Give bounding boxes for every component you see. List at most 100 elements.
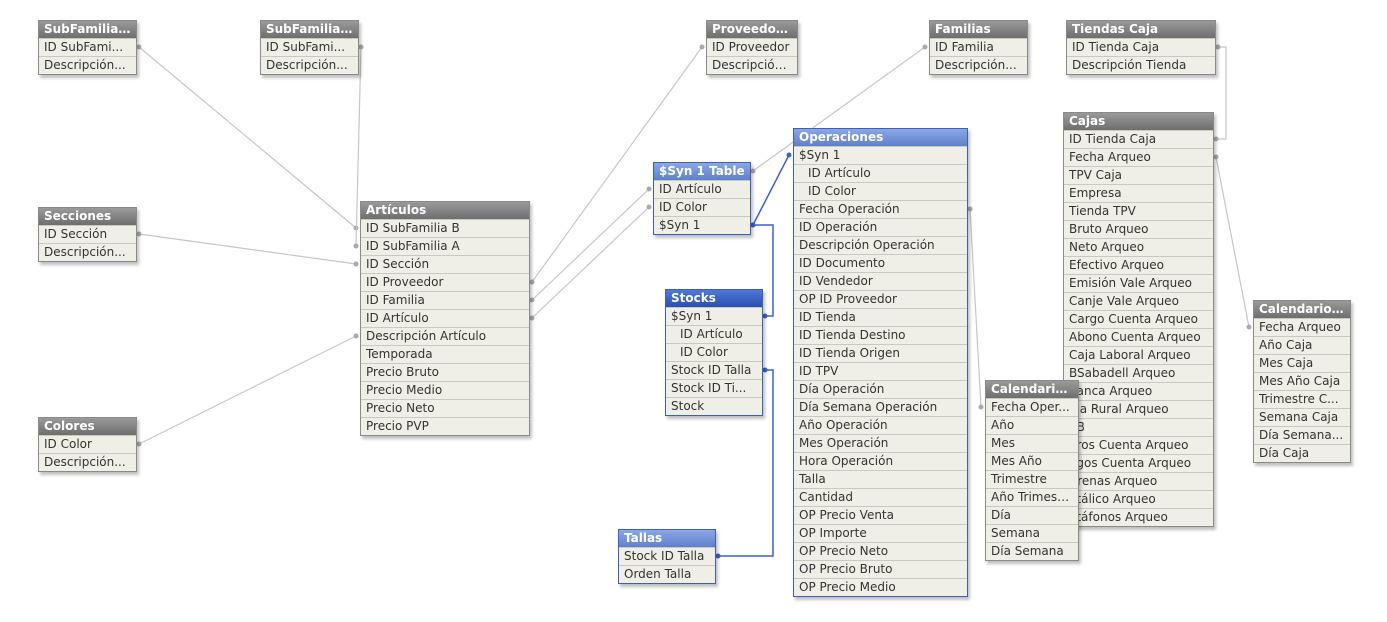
field-row[interactable]: Canje Vale Arqueo bbox=[1064, 292, 1213, 310]
field-row[interactable]: ID SubFami... bbox=[39, 38, 136, 56]
field-row[interactable]: Temporada bbox=[361, 345, 529, 363]
field-row[interactable]: Mes Caja bbox=[1254, 354, 1350, 372]
field-row[interactable]: Orden Talla bbox=[619, 565, 715, 583]
field-row[interactable]: ID Color bbox=[794, 182, 967, 200]
field-row[interactable]: ID Familia bbox=[361, 291, 529, 309]
field-row[interactable]: Precio Medio bbox=[361, 381, 529, 399]
field-row[interactable]: OP ID Proveedor bbox=[794, 290, 967, 308]
field-row[interactable]: Precio Neto bbox=[361, 399, 529, 417]
field-row[interactable]: Bruto Arqueo bbox=[1064, 220, 1213, 238]
field-row[interactable]: Efectivo Arqueo bbox=[1064, 256, 1213, 274]
field-row[interactable]: Fecha Arqueo bbox=[1254, 318, 1350, 336]
field-row[interactable]: ID Proveedor bbox=[707, 38, 797, 56]
field-row[interactable]: ID Tienda Caja bbox=[1064, 130, 1213, 148]
field-row[interactable]: OP Precio Medio bbox=[794, 578, 967, 596]
field-row[interactable]: Descripción Tienda bbox=[1067, 56, 1215, 74]
field-row[interactable]: TPV Caja bbox=[1064, 166, 1213, 184]
field-row[interactable]: ID Sección bbox=[361, 255, 529, 273]
field-row[interactable]: $Syn 1 bbox=[666, 307, 762, 325]
field-row[interactable]: Año Trimestre bbox=[986, 488, 1078, 506]
table-title[interactable]: Calendario ... bbox=[1254, 301, 1350, 318]
field-row[interactable]: banca Arqueo bbox=[1064, 382, 1213, 400]
table-title[interactable]: Familias bbox=[930, 21, 1027, 38]
table-title[interactable]: SubFamilia... bbox=[261, 21, 358, 38]
field-row[interactable]: ID SubFamilia B bbox=[361, 219, 529, 237]
field-row[interactable]: Año bbox=[986, 416, 1078, 434]
field-row[interactable]: Neto Arqueo bbox=[1064, 238, 1213, 256]
field-row[interactable]: aja Rural Arqueo bbox=[1064, 400, 1213, 418]
table-title[interactable]: Artículos bbox=[361, 202, 529, 219]
table-title[interactable]: Colores bbox=[39, 418, 136, 435]
field-row[interactable]: Año Operación bbox=[794, 416, 967, 434]
field-row[interactable]: Mes Año bbox=[986, 452, 1078, 470]
field-row[interactable]: Día Semana Operación bbox=[794, 398, 967, 416]
field-row[interactable]: ID Documento bbox=[794, 254, 967, 272]
field-row[interactable]: ID SubFami... bbox=[261, 38, 358, 56]
table-title[interactable]: Operaciones bbox=[794, 129, 967, 146]
table-title[interactable]: SubFamilia... bbox=[39, 21, 136, 38]
field-row[interactable]: ID Artículo bbox=[361, 309, 529, 327]
field-row[interactable]: Descripción Operación bbox=[794, 236, 967, 254]
field-row[interactable]: Mes Operación bbox=[794, 434, 967, 452]
field-row[interactable]: ID Tienda Origen bbox=[794, 344, 967, 362]
field-row[interactable]: Descripción... bbox=[707, 56, 797, 74]
table-title[interactable]: Calendario ... bbox=[986, 381, 1078, 398]
field-row[interactable]: Día bbox=[986, 506, 1078, 524]
field-row[interactable]: Fecha Oper... bbox=[986, 398, 1078, 416]
field-row[interactable]: Fecha Operación bbox=[794, 200, 967, 218]
field-row[interactable]: Mes Año Caja bbox=[1254, 372, 1350, 390]
field-row[interactable]: OP Precio Bruto bbox=[794, 560, 967, 578]
field-row[interactable]: ID Color bbox=[39, 435, 136, 453]
field-row[interactable]: Semana bbox=[986, 524, 1078, 542]
field-row[interactable]: ID Tienda bbox=[794, 308, 967, 326]
table-title[interactable]: $Syn 1 Table bbox=[654, 163, 750, 180]
field-row[interactable]: Descripción... bbox=[39, 453, 136, 471]
field-row[interactable]: ID Tienda Destino bbox=[794, 326, 967, 344]
field-row[interactable]: Descripción... bbox=[930, 56, 1027, 74]
field-row[interactable]: ID Proveedor bbox=[361, 273, 529, 291]
field-row[interactable]: Año Caja bbox=[1254, 336, 1350, 354]
table-title[interactable]: Tallas bbox=[619, 530, 715, 547]
field-row[interactable]: agos Cuenta Arqueo bbox=[1064, 454, 1213, 472]
field-row[interactable]: OP Precio Neto bbox=[794, 542, 967, 560]
field-row[interactable]: OP Precio Venta bbox=[794, 506, 967, 524]
field-row[interactable]: ID SubFamilia A bbox=[361, 237, 529, 255]
field-row[interactable]: Stock ID Talla bbox=[666, 361, 762, 379]
field-row[interactable]: Día Operación bbox=[794, 380, 967, 398]
field-row[interactable]: Semana Caja bbox=[1254, 408, 1350, 426]
field-row[interactable]: Día Semana bbox=[986, 542, 1078, 560]
field-row[interactable]: ID Color bbox=[654, 198, 750, 216]
field-row[interactable]: bros Cuenta Arqueo bbox=[1064, 436, 1213, 454]
field-row[interactable]: ID Operación bbox=[794, 218, 967, 236]
table-subfamilia-1[interactable]: SubFamilia...ID SubFami...Descripción... bbox=[38, 20, 137, 75]
field-row[interactable]: OP Importe bbox=[794, 524, 967, 542]
field-row[interactable]: ID Artículo bbox=[654, 180, 750, 198]
table-title[interactable]: Tiendas Caja bbox=[1067, 21, 1215, 38]
table-title[interactable]: Stocks bbox=[666, 290, 762, 307]
field-row[interactable]: Fecha Arqueo bbox=[1064, 148, 1213, 166]
field-row[interactable]: Abono Cuenta Arqueo bbox=[1064, 328, 1213, 346]
field-row[interactable]: BSabadell Arqueo bbox=[1064, 364, 1213, 382]
field-row[interactable]: Descripción... bbox=[39, 243, 136, 261]
table-title[interactable]: Secciones bbox=[39, 208, 136, 225]
field-row[interactable]: ID Tienda Caja bbox=[1067, 38, 1215, 56]
field-row[interactable]: Stock ID Talla bbox=[619, 547, 715, 565]
table-subfamilia-2[interactable]: SubFamilia...ID SubFami...Descripción... bbox=[260, 20, 359, 75]
field-row[interactable]: Precio PVP bbox=[361, 417, 529, 435]
field-row[interactable]: ID TPV bbox=[794, 362, 967, 380]
table-title[interactable]: Proveedores bbox=[707, 21, 797, 38]
field-row[interactable]: Día Caja bbox=[1254, 444, 1350, 462]
field-row[interactable]: Trimestre bbox=[986, 470, 1078, 488]
field-row[interactable]: Stock bbox=[666, 397, 762, 415]
field-row[interactable]: Talla bbox=[794, 470, 967, 488]
